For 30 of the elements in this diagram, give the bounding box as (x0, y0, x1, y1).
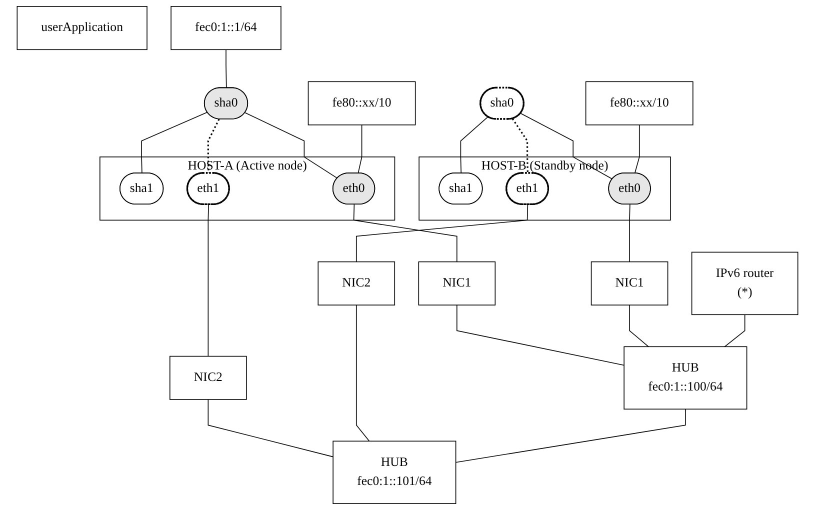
node-box: fec0:1::1/64 (170, 6, 282, 50)
connector (520, 112, 613, 180)
node-box: fe80::xx/10 (308, 81, 416, 126)
connector (634, 124, 640, 174)
connector (456, 304, 624, 366)
connector (460, 116, 488, 174)
node-box: NIC2 (318, 261, 396, 306)
connector (358, 124, 362, 174)
connector (629, 304, 649, 348)
connector (207, 118, 220, 174)
node-box: NIC2 (170, 356, 247, 400)
connector (455, 408, 686, 463)
connector (141, 112, 208, 174)
connector (724, 314, 746, 348)
node-box: NIC1 (590, 261, 668, 306)
connector (356, 204, 528, 262)
connector (208, 399, 334, 458)
node-box: IPv6 router (*) (691, 252, 798, 316)
node-box: userApplication (16, 6, 148, 50)
connector (226, 49, 227, 88)
connector (356, 304, 370, 442)
node-box: HUB fec0:1::100/64 (624, 346, 748, 410)
connector (629, 204, 630, 262)
node-box: NIC1 (418, 261, 496, 306)
connector (353, 204, 458, 262)
connector (208, 204, 209, 357)
connector (512, 118, 528, 174)
node-box: fe80::xx/10 (585, 81, 694, 126)
connector (244, 112, 338, 179)
node-box: HUB fec0:1::101/64 (332, 440, 456, 504)
